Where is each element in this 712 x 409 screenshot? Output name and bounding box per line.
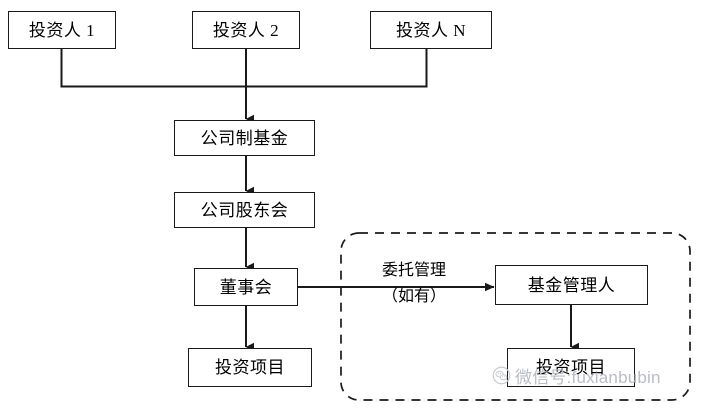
edge-label-line-1: 委托管理: [381, 262, 446, 279]
node-label: 公司制基金: [200, 128, 289, 148]
node-label: 董事会: [219, 277, 273, 297]
node-label: 基金管理人: [527, 275, 616, 295]
node-investor-n[interactable]: 投资人 N: [370, 11, 492, 49]
node-invest-project[interactable]: 投资项目: [188, 348, 312, 387]
node-fund-manager[interactable]: 基金管理人: [495, 265, 648, 305]
node-shareholders-meeting[interactable]: 公司股东会: [174, 192, 315, 228]
edge-label-line-2: （如有）: [381, 287, 446, 305]
node-label: 投资人 1: [28, 20, 96, 40]
node-label: 公司股东会: [200, 200, 289, 220]
node-investor-1[interactable]: 投资人 1: [8, 11, 116, 49]
node-corporate-fund[interactable]: 公司制基金: [174, 120, 315, 156]
node-label: 投资项目: [215, 358, 285, 377]
edge-label-delegate-management: 委托管理 （如有）: [362, 262, 466, 307]
node-board-of-directors[interactable]: 董事会: [194, 268, 298, 306]
node-label: 投资人 N: [395, 20, 467, 40]
node-investor-2[interactable]: 投资人 2: [192, 11, 300, 49]
node-invest-project-delegated[interactable]: 投资项目: [507, 348, 635, 387]
dashed-group-border: [340, 232, 691, 401]
node-label: 投资项目: [536, 358, 606, 377]
node-label: 投资人 2: [212, 20, 280, 40]
